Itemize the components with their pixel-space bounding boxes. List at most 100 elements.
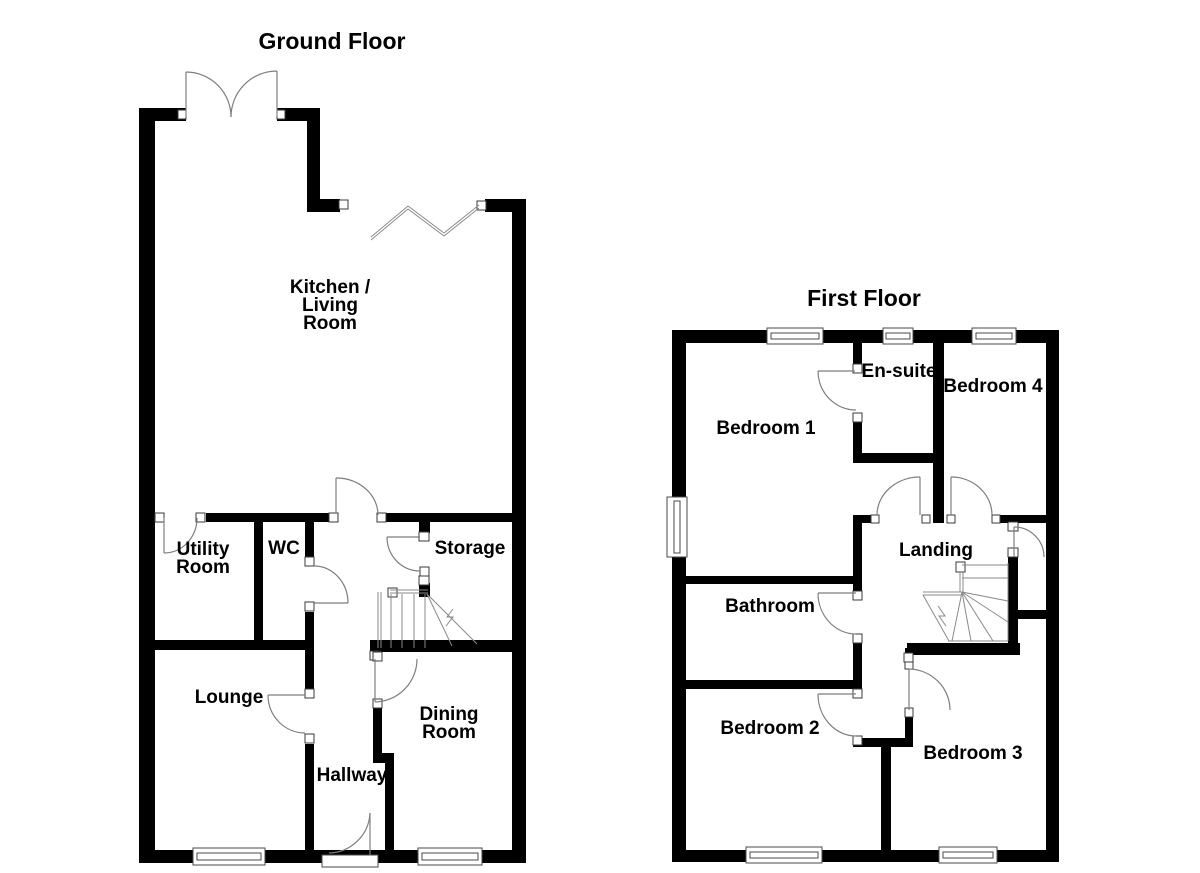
bedroom3-door	[908, 668, 951, 711]
gf-windows	[192, 847, 483, 866]
door-jamb	[903, 652, 914, 663]
window	[971, 327, 1017, 345]
bedroom1-door	[876, 476, 921, 516]
wall-segment	[853, 738, 913, 747]
storage-door	[386, 536, 421, 572]
door-jamb	[1007, 547, 1019, 558]
door-jamb	[419, 566, 430, 577]
dining-door	[374, 658, 418, 703]
first-floor-plan	[666, 327, 1059, 864]
door-jamb	[276, 109, 286, 120]
ff-doors	[817, 370, 1045, 737]
bedroom4-door	[950, 476, 993, 516]
room-label-utility: Utility Room	[176, 539, 230, 578]
window	[766, 327, 824, 345]
wall-segment	[206, 513, 330, 522]
room-label-ensuite: En-suite	[861, 361, 937, 382]
bedroom2-door	[817, 693, 857, 737]
door-jamb	[476, 200, 487, 211]
window	[666, 496, 688, 558]
french-doors	[185, 70, 278, 118]
wall-segment	[686, 680, 862, 689]
wall-segment	[148, 640, 314, 650]
wall-segment	[907, 643, 1020, 655]
room-label-bedroom2: Bedroom 2	[720, 718, 820, 739]
wall-segment	[672, 850, 1059, 862]
wall-segment	[853, 523, 862, 584]
room-label-landing: Landing	[899, 540, 973, 561]
room-label-bedroom4: Bedroom 4	[943, 376, 1043, 397]
door-jamb	[372, 651, 383, 662]
wc-door	[313, 565, 349, 604]
room-label-bedroom1: Bedroom 1	[716, 418, 816, 439]
ground-floor-plan	[139, 70, 526, 868]
bathroom-door	[817, 592, 857, 635]
wall-segment	[139, 108, 186, 121]
wall-segment	[305, 744, 314, 850]
lounge-door	[267, 694, 306, 734]
room-label-hallway: Hallway	[316, 765, 388, 786]
bifold-door	[370, 204, 480, 241]
wall-segment	[305, 648, 314, 689]
room-label-storage: Storage	[434, 538, 506, 559]
wall-segment	[512, 199, 526, 863]
wall-segment	[307, 108, 320, 212]
room-label-wc: WC	[268, 538, 300, 559]
door-jamb	[852, 363, 863, 374]
gf-staircase	[377, 589, 478, 648]
door-jamb	[304, 733, 315, 744]
room-label-kitchen-living: Kitchen / Living Room	[289, 277, 371, 334]
wall-segment	[853, 453, 943, 463]
wall-segment	[1000, 515, 1046, 523]
ff-staircase	[922, 563, 1009, 642]
door-jamb	[154, 512, 165, 523]
door-jamb	[1007, 521, 1019, 532]
wall-segment	[305, 522, 314, 558]
room-label-dining: Dining Room	[419, 704, 479, 743]
door-jamb	[852, 633, 863, 644]
door-jamb	[328, 512, 339, 523]
wall-segment	[419, 522, 430, 533]
window	[192, 847, 266, 866]
window	[417, 847, 483, 866]
door-jamb	[304, 556, 315, 567]
door-jamb	[946, 514, 956, 524]
door-jamb	[195, 512, 206, 523]
front-door	[321, 812, 379, 868]
wall-segment	[373, 708, 382, 755]
ff-windows	[666, 327, 1017, 864]
door-jamb	[991, 514, 1001, 524]
cupboard-door	[1013, 526, 1045, 558]
wall-segment	[139, 108, 155, 863]
wall-segment	[853, 343, 862, 365]
door-jamb	[852, 590, 863, 601]
wall-segment	[254, 513, 263, 648]
window	[745, 846, 823, 864]
wall-segment	[853, 422, 862, 463]
first-floor-title: First Floor	[807, 285, 921, 311]
window	[938, 846, 998, 864]
wall-segment	[686, 576, 862, 584]
kitchen-hall-door	[335, 477, 379, 516]
door-jamb	[338, 199, 349, 210]
door-jamb	[852, 412, 863, 423]
door-jamb	[304, 688, 315, 699]
stair-break-symbol	[445, 608, 455, 627]
gf-doors	[163, 70, 480, 868]
window	[882, 327, 914, 345]
wall-segment	[1018, 610, 1046, 619]
room-label-bathroom: Bathroom	[725, 596, 815, 617]
door-jamb	[376, 512, 387, 523]
ff-door-jambs	[852, 363, 1019, 746]
door-jamb	[418, 575, 430, 586]
wall-segment	[373, 753, 394, 763]
stair-break-symbol	[937, 605, 947, 627]
door-jamb	[177, 109, 187, 120]
door-jamb	[955, 561, 966, 573]
ensuite-door	[817, 370, 857, 411]
door-jamb	[852, 735, 863, 746]
utility-door	[163, 517, 198, 554]
wall-segment	[881, 747, 891, 850]
room-label-bedroom3: Bedroom 3	[923, 743, 1023, 764]
